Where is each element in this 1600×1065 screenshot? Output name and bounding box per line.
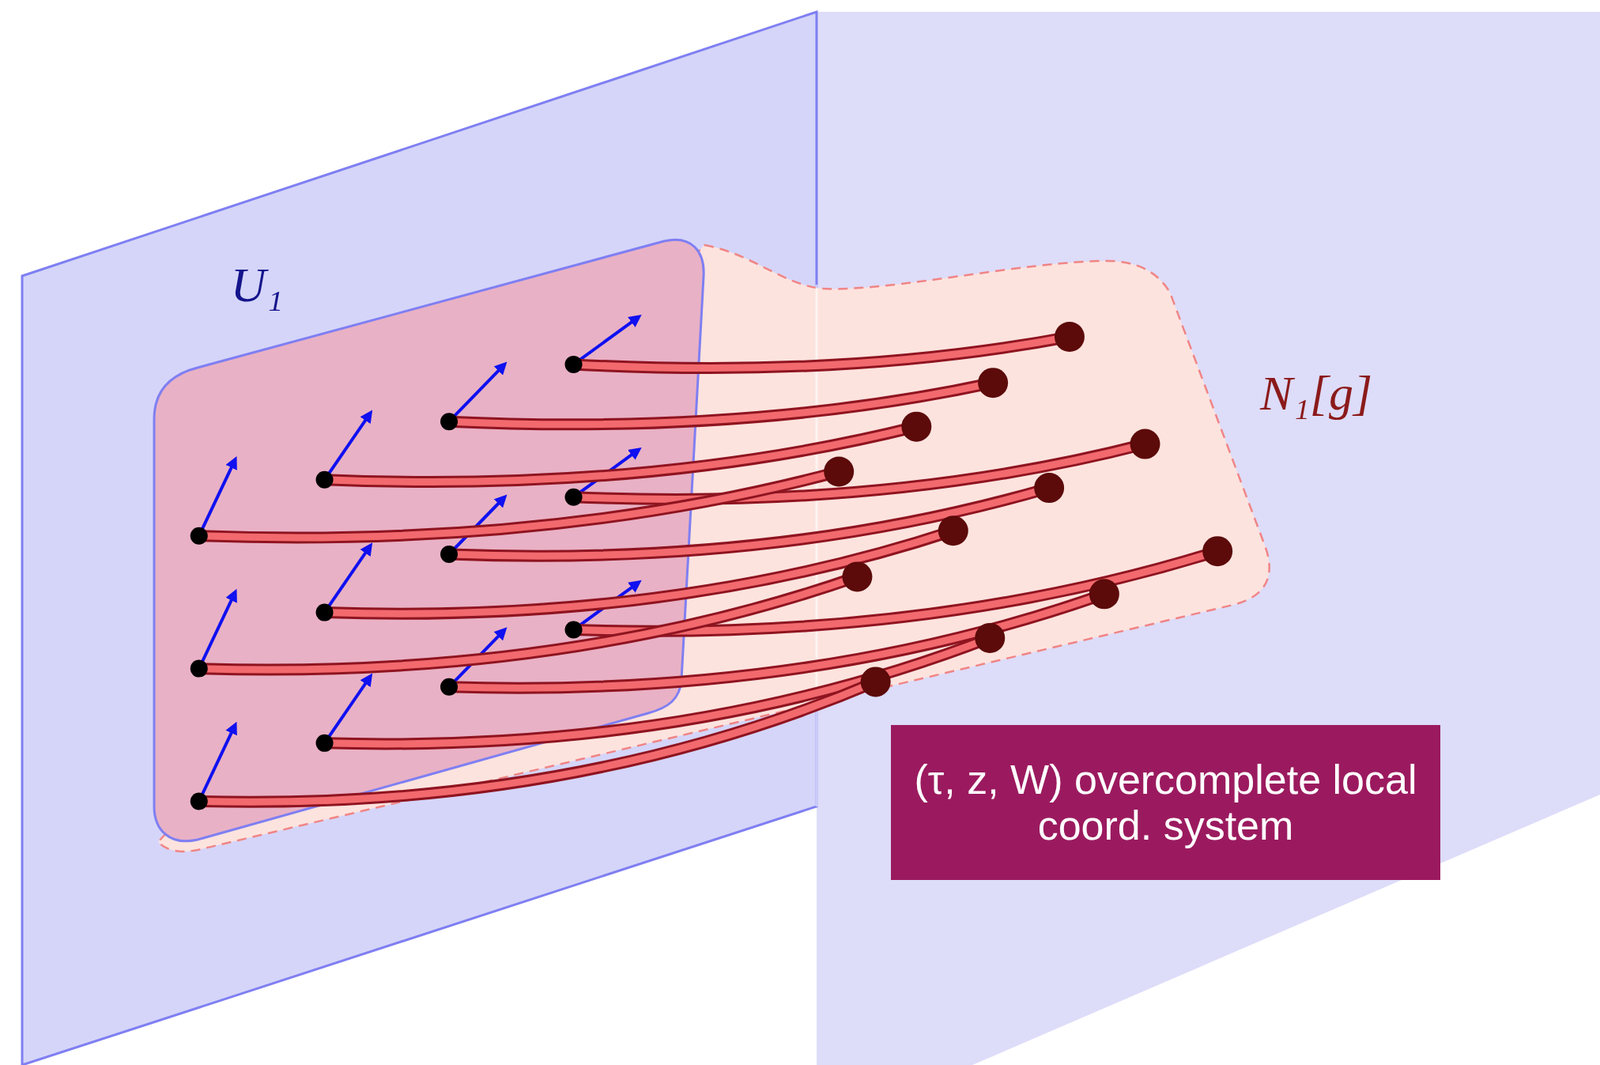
geodesic-tube-outline [324,637,991,744]
geodesic-tube-outline [324,530,954,614]
tangent-arrow [324,414,370,480]
base-point [316,471,334,489]
end-point [860,666,891,697]
base-point [316,734,334,752]
tangent-arrow [199,460,235,536]
tangent-arrow [324,547,370,613]
base-point [440,412,458,431]
end-point [1033,472,1065,503]
tangent-arrow [324,677,370,744]
geodesic-tube [573,336,1070,369]
tangent-arrow [199,725,235,801]
geodesic-tube [199,681,876,802]
base-point [190,660,208,678]
caption-text: (τ, z, W) overcomplete local coord. syst… [905,756,1427,849]
geodesic-tube-outline [199,576,858,670]
base-point [190,792,208,810]
geodesic-tube-outline [199,681,876,802]
geodesic-tube-outline [573,336,1070,369]
base-point [565,488,583,506]
base-point [316,603,334,622]
region-label: U₁ [230,256,284,314]
base-point [190,527,208,545]
geodesic-tube [199,576,858,670]
tangent-arrow [449,365,504,422]
end-point [938,515,969,546]
tangent-arrow [199,593,235,669]
end-point [841,561,872,592]
end-point [1089,578,1120,609]
end-point [974,622,1005,653]
geodesic-tube-outline [199,471,839,538]
region-label: N₁[g] [1260,365,1373,422]
base-point [440,678,458,696]
base-point [565,355,583,374]
geodesic-tube [199,471,839,538]
end-point [901,411,932,442]
end-point [1130,429,1161,460]
base-point [440,545,458,563]
base-point [565,621,583,639]
geodesic-tube [324,530,954,614]
end-point [1054,321,1085,352]
tangent-arrow [573,317,638,365]
end-point [977,367,1008,398]
caption-box: (τ, z, W) overcomplete local coord. syst… [890,724,1441,880]
end-point [1202,535,1233,567]
geodesic-tube [324,637,991,744]
end-point [823,456,854,487]
